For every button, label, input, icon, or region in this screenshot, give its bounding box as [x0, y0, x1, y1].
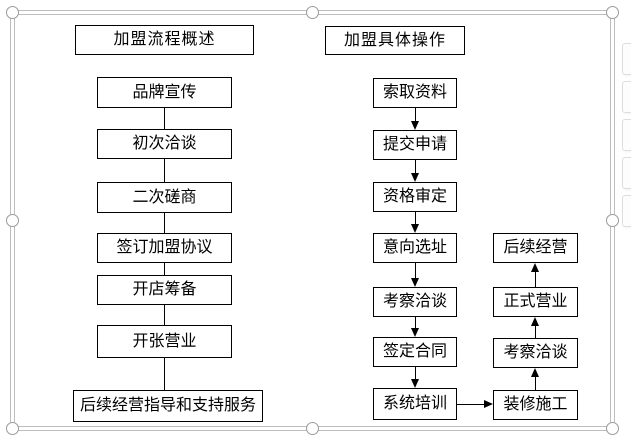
arrowhead-right-icon — [484, 399, 493, 408]
resize-handle-bottom-left[interactable] — [6, 422, 19, 435]
connector-line — [164, 108, 166, 129]
right-flow-title-box[interactable]: 加盟具体操作 — [325, 26, 465, 55]
resize-handle-bottom-middle[interactable] — [306, 422, 319, 435]
connector-line — [164, 263, 166, 275]
left-flow-title-box[interactable]: 加盟流程概述 — [75, 25, 254, 55]
right-flow-branch-box[interactable]: 装修施工 — [493, 390, 578, 420]
connector-line — [457, 404, 484, 406]
connector-line — [415, 160, 417, 174]
left-flow-step-box[interactable]: 初次洽谈 — [97, 129, 232, 159]
resize-handle-top-middle[interactable] — [306, 6, 319, 19]
connector-line — [415, 108, 417, 122]
connector-line — [415, 212, 417, 225]
resize-handle-top-right[interactable] — [606, 6, 619, 19]
side-toolbar-button[interactable] — [622, 195, 631, 227]
resize-handle-middle-left[interactable] — [6, 214, 19, 227]
right-flow-step-box[interactable]: 签定合同 — [373, 337, 457, 367]
right-flow-step-box[interactable]: 考察洽谈 — [373, 287, 457, 317]
left-flow-step-box[interactable]: 品牌宣传 — [97, 77, 232, 108]
left-flow-step-box[interactable]: 后续经营指导和支持服务 — [73, 390, 263, 422]
arrowhead-down-icon — [410, 224, 419, 233]
arrowhead-down-icon — [410, 328, 419, 337]
connector-line — [535, 325, 537, 338]
arrowhead-down-icon — [410, 173, 419, 182]
connector-line — [415, 367, 417, 380]
arrowhead-up-icon — [530, 317, 539, 326]
left-flow-step-box[interactable]: 二次磋商 — [97, 182, 232, 213]
right-flow-step-box[interactable]: 系统培训 — [373, 388, 457, 420]
right-flow-step-box[interactable]: 索取资料 — [373, 78, 457, 108]
right-flow-branch-box[interactable]: 后续经营 — [493, 233, 578, 263]
side-toolbar-button[interactable] — [622, 81, 631, 113]
left-flow-step-box[interactable]: 开张营业 — [97, 325, 232, 358]
side-toolbar-button[interactable] — [622, 43, 631, 75]
right-flow-step-box[interactable]: 资格审定 — [373, 182, 457, 212]
resize-handle-top-left[interactable] — [6, 6, 19, 19]
resize-handle-middle-right[interactable] — [606, 214, 619, 227]
left-flow-step-box[interactable]: 开店筹备 — [97, 275, 232, 305]
arrowhead-down-icon — [410, 278, 419, 287]
right-flow-branch-box[interactable]: 正式营业 — [493, 287, 578, 317]
connector-line — [164, 305, 166, 325]
left-flow-step-box[interactable]: 签订加盟协议 — [97, 233, 232, 263]
connector-line — [164, 159, 166, 182]
right-flow-step-box[interactable]: 提交申请 — [373, 130, 457, 160]
arrowhead-up-icon — [530, 263, 539, 272]
connector-line — [535, 376, 537, 390]
right-flow-step-box[interactable]: 意向选址 — [373, 233, 457, 263]
side-toolbar-button[interactable] — [622, 119, 631, 151]
right-flow-branch-box[interactable]: 考察洽谈 — [493, 338, 578, 368]
resize-handle-bottom-right[interactable] — [606, 422, 619, 435]
side-toolbar-button[interactable] — [622, 157, 631, 189]
connector-line — [164, 358, 166, 390]
connector-line — [535, 271, 537, 287]
arrowhead-up-icon — [530, 368, 539, 377]
arrowhead-down-icon — [410, 121, 419, 130]
connector-line — [415, 263, 417, 279]
connector-line — [415, 317, 417, 329]
connector-line — [164, 213, 166, 233]
arrowhead-down-icon — [410, 379, 419, 388]
